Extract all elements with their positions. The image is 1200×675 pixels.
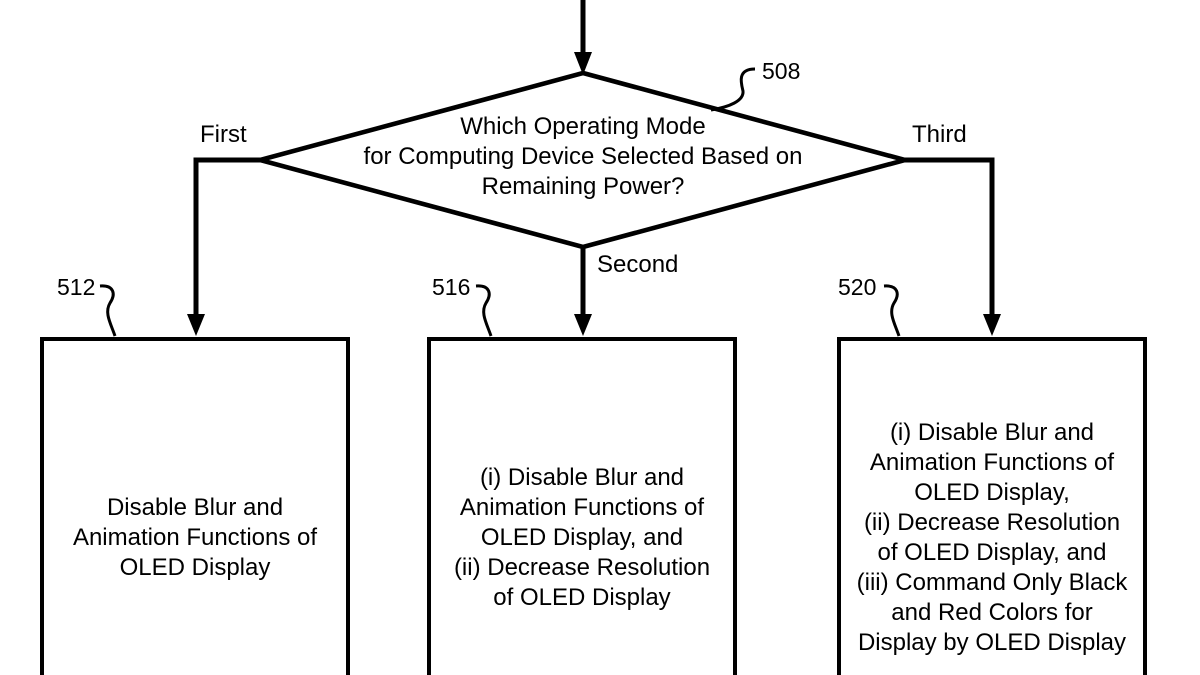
branch-label-third: Third (912, 121, 967, 148)
branch-label-second: Second (597, 251, 679, 278)
branch-label-first: First (200, 121, 247, 148)
process-box-512: Disable Blur and Animation Functions of … (40, 337, 350, 675)
process-box-512-text: Disable Blur and Animation Functions of … (72, 493, 318, 581)
leader-line-516 (475, 284, 493, 337)
arrow-second-branch (574, 247, 592, 336)
process-box-520-text: (i) Disable Blur and Animation Functions… (856, 418, 1128, 656)
leader-line-512 (99, 284, 117, 337)
ref-label-516: 516 (432, 274, 471, 300)
decision-question-text: Which Operating Mode for Computing Devic… (363, 113, 803, 200)
process-box-516: (i) Disable Blur and Animation Functions… (427, 337, 737, 675)
arrow-third-branch (904, 157, 1001, 336)
arrow-first-branch (187, 157, 261, 336)
ref-label-512: 512 (57, 274, 96, 300)
ref-label-508: 508 (762, 58, 801, 84)
arrow-into-decision (574, 0, 592, 75)
leader-line-508 (710, 67, 756, 112)
process-box-516-text: (i) Disable Blur and Animation Functions… (453, 463, 711, 611)
process-box-520: (i) Disable Blur and Animation Functions… (837, 337, 1147, 675)
leader-line-520 (883, 284, 901, 337)
ref-label-520: 520 (838, 274, 877, 300)
